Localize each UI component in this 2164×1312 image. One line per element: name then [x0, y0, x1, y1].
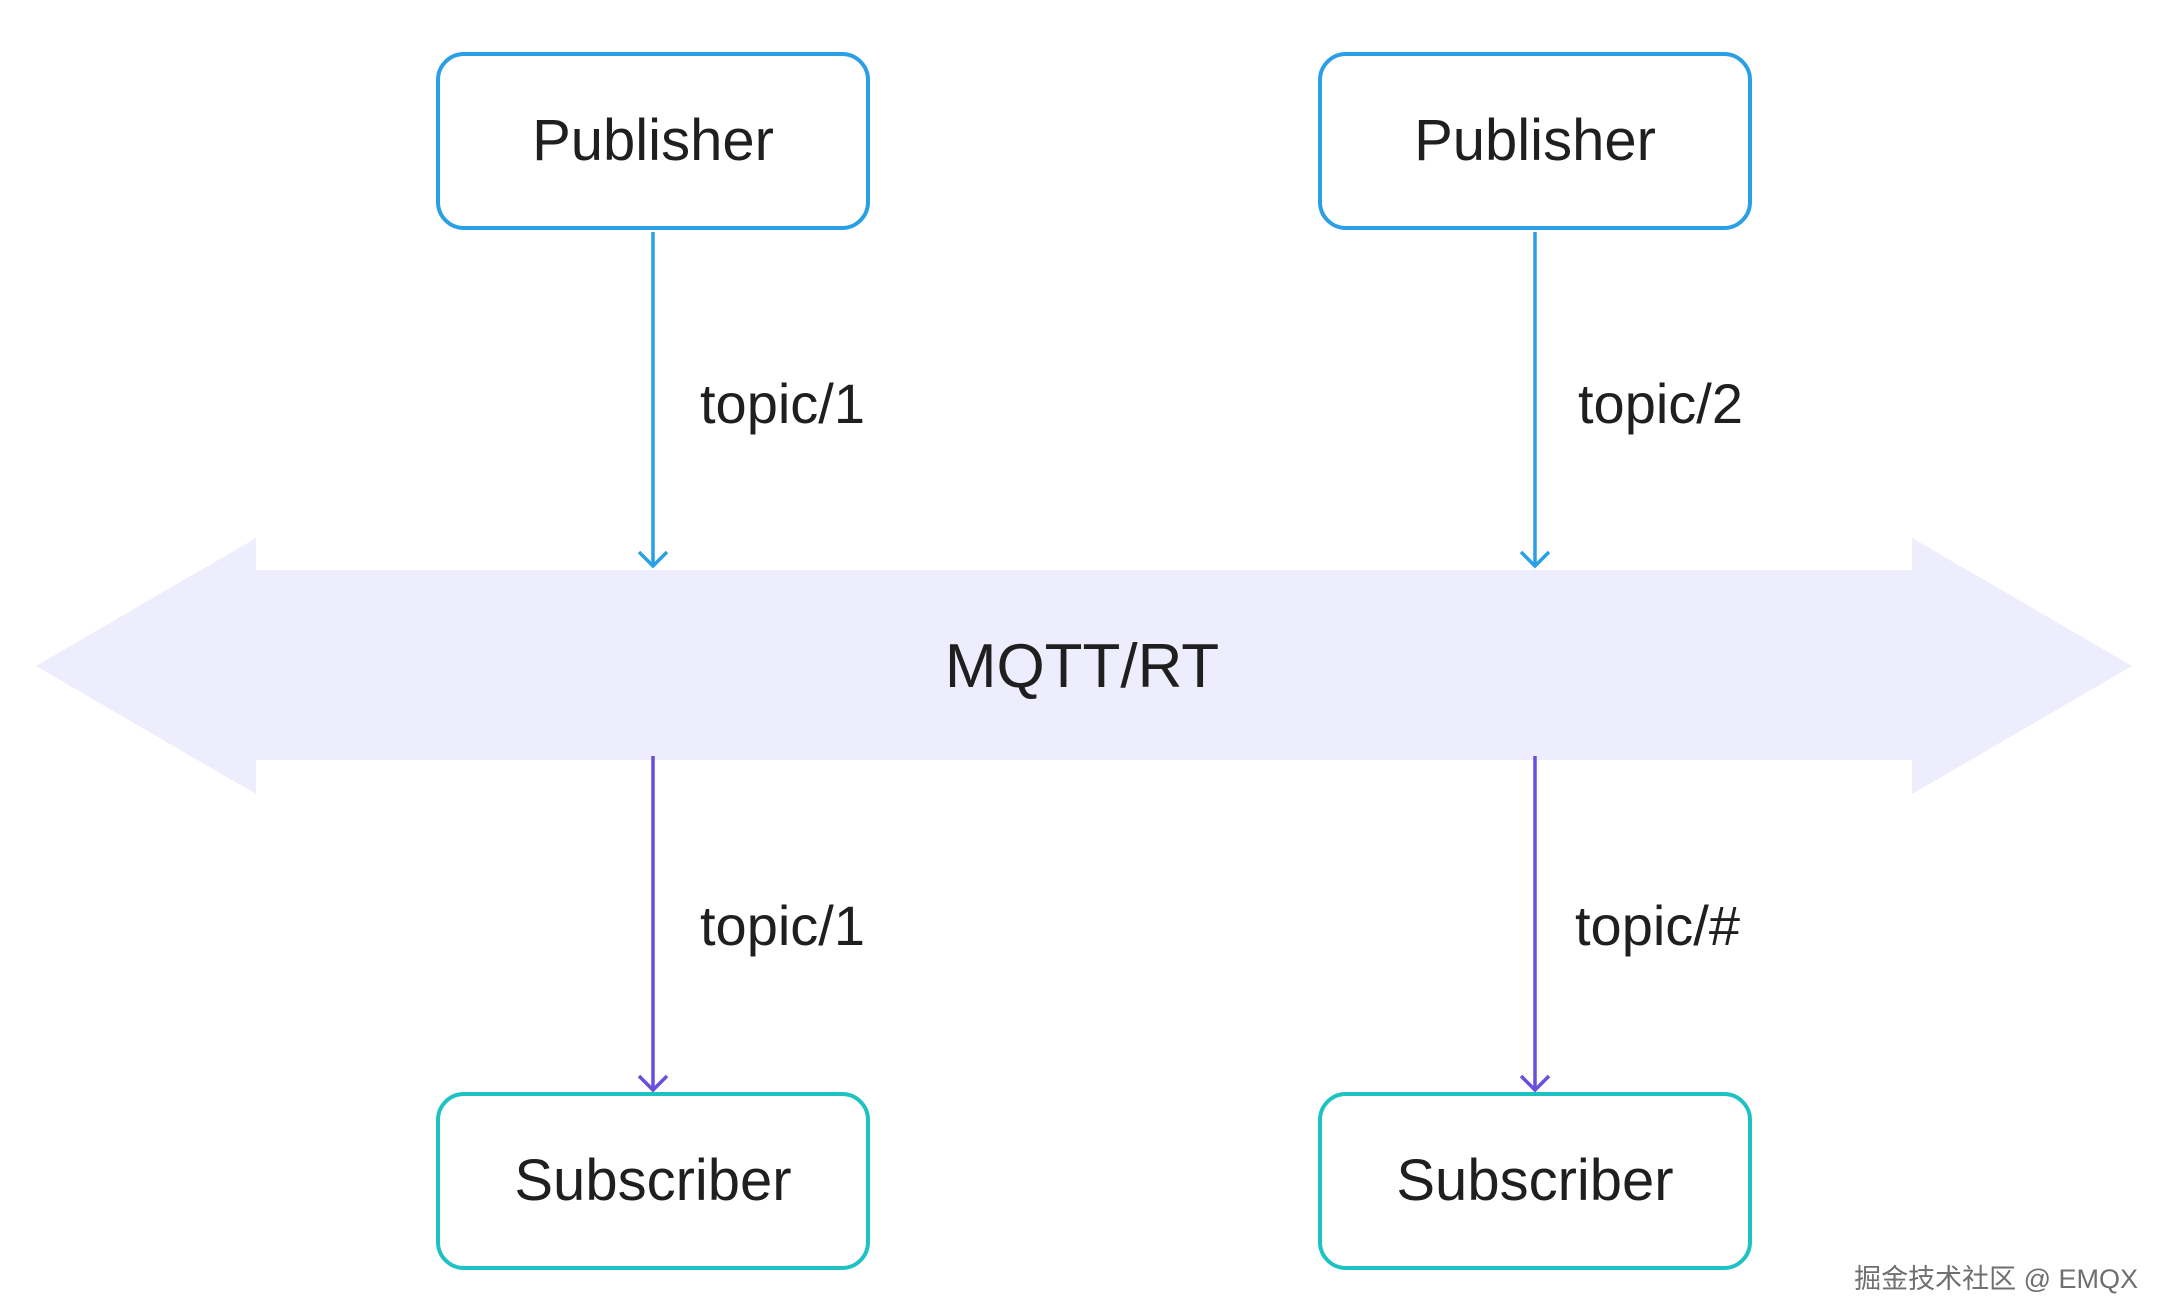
publisher-label-2: Publisher: [1414, 108, 1656, 173]
subscriber-label-2: Subscriber: [1396, 1148, 1674, 1213]
publish-arrow-1: [637, 232, 669, 569]
publish-topic-1: topic/1: [700, 372, 865, 435]
subscribe-topic-1: topic/1: [700, 894, 865, 957]
publish-topic-2: topic/2: [1578, 372, 1743, 435]
subscribe-arrow-1: [637, 756, 669, 1093]
subscriber-label-1: Subscriber: [514, 1148, 792, 1213]
watermark: 掘金技术社区 @ EMQX: [1854, 1264, 2138, 1294]
publish-arrow-2: [1519, 232, 1551, 569]
publisher-node-1: Publisher: [436, 52, 870, 230]
subscriber-node-2: Subscriber: [1318, 1092, 1752, 1270]
subscribe-topic-2: topic/#: [1575, 894, 1740, 957]
publisher-node-2: Publisher: [1318, 52, 1752, 230]
subscribe-arrow-2: [1519, 756, 1551, 1093]
bus-label: MQTT/RT: [944, 632, 1220, 701]
subscriber-node-1: Subscriber: [436, 1092, 870, 1270]
data-bus-arrow: [36, 538, 2132, 794]
publisher-label-1: Publisher: [532, 108, 774, 173]
